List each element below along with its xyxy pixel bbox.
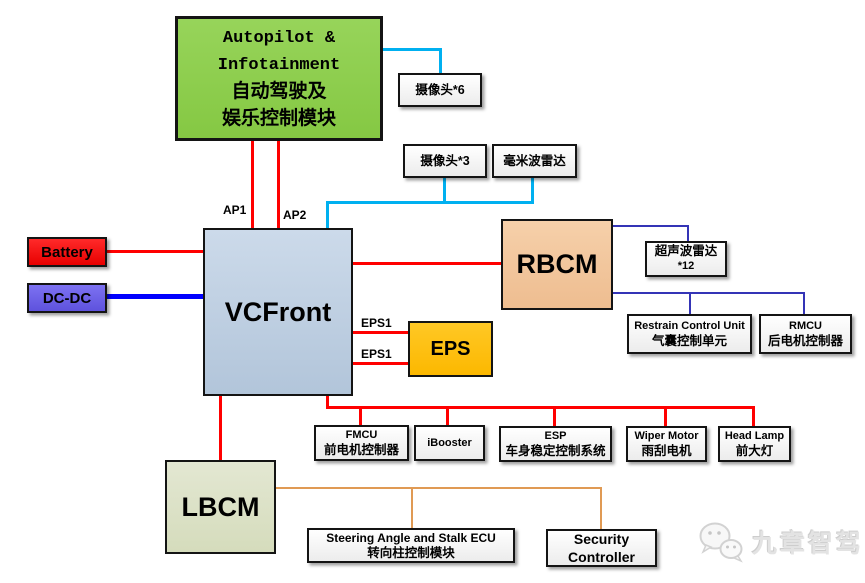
esp-line1: ESP <box>544 430 567 442</box>
wiper-line1: Wiper Motor <box>634 430 699 442</box>
rbcm-label: RBCM <box>516 249 598 279</box>
line-vcfront-rbcm <box>353 262 501 265</box>
line-camera3-down <box>443 178 446 204</box>
restrain-line1: Restrain Control Unit <box>634 320 745 332</box>
line-vcfront-lbcm <box>219 396 222 460</box>
ultrasonic-radar-box: 超声波雷达 *12 <box>645 241 727 277</box>
autopilot-line4: 娱乐控制模块 <box>221 107 336 130</box>
line-rbcm-ultrasonic-h <box>613 225 689 227</box>
line-sensor-bus-to-vcfront <box>326 201 329 228</box>
line-drop-ibooster <box>446 408 449 425</box>
vcfront-label: VCFront <box>224 296 332 327</box>
fmcu-line2: 前电机控制器 <box>323 443 399 457</box>
headlamp-line2: 前大灯 <box>735 444 774 458</box>
dcdc-box: DC-DC <box>27 283 107 313</box>
line-rbcm-ultrasonic-v <box>687 225 689 241</box>
line-vcfront-bus-stub <box>326 396 329 409</box>
line-battery-vcfront <box>107 250 203 253</box>
autopilot-line3: 自动驾驶及 <box>231 80 327 103</box>
restrain-line2: 气囊控制单元 <box>651 334 727 348</box>
ibooster-label: iBooster <box>427 436 472 449</box>
ap2-port-label: AP2 <box>283 208 307 222</box>
esp-box: ESP 车身稳定控制系统 <box>499 426 612 462</box>
watermark: 九章智驾 <box>698 521 864 563</box>
fmcu-line1: FMCU <box>345 429 378 441</box>
lbcm-box: LBCM <box>165 460 276 554</box>
autopilot-line1: Autopilot & <box>222 28 336 48</box>
line-drop-security <box>600 487 602 529</box>
line-ap2 <box>277 141 280 228</box>
line-mmwave-down <box>531 178 534 204</box>
rmcu-line2: 后电机控制器 <box>767 334 843 348</box>
line-dcdc-vcfront <box>107 294 203 299</box>
rmcu-box: RMCU 后电机控制器 <box>759 314 852 354</box>
headlamp-line1: Head Lamp <box>724 430 785 442</box>
eps1-upper-port-label: EPS1 <box>361 316 392 330</box>
line-rbcm-lower-bus-h <box>613 292 805 294</box>
fmcu-box: FMCU 前电机控制器 <box>314 425 409 461</box>
line-actuator-bus-h <box>326 406 755 409</box>
rmcu-line1: RMCU <box>789 320 822 332</box>
line-autopilot-to-camera6-v <box>439 48 442 73</box>
wiper-motor-box: Wiper Motor 雨刮电机 <box>626 426 707 462</box>
camera6-box: 摄像头*6 <box>398 73 482 107</box>
camera3-box: 摄像头*3 <box>403 144 487 178</box>
line-drop-steering <box>411 487 413 528</box>
security-line1: Security <box>573 531 630 547</box>
mmwave-radar-label: 毫米波雷达 <box>503 153 566 168</box>
line-eps1-upper <box>353 331 408 334</box>
ultrasonic-radar-line2: *12 <box>677 260 695 272</box>
ap1-port-label: AP1 <box>223 203 247 217</box>
line-drop-wiper <box>664 408 667 426</box>
line-autopilot-to-camera6-h <box>383 48 442 51</box>
steering-angle-stalk-ecu-box: Steering Angle and Stalk ECU 转向柱控制模块 <box>307 528 515 563</box>
wiper-line2: 雨刮电机 <box>641 444 692 458</box>
wechat-logo-icon <box>699 522 743 563</box>
line-drop-esp <box>553 408 556 426</box>
line-eps1-lower <box>353 362 408 365</box>
line-drop-rmcu <box>803 292 805 314</box>
line-drop-fmcu <box>359 408 362 425</box>
eps-box: EPS <box>408 321 493 377</box>
lbcm-label: LBCM <box>181 491 260 522</box>
ultrasonic-radar-line1: 超声波雷达 <box>654 244 718 258</box>
autopilot-infotainment-box: Autopilot & Infotainment 自动驾驶及 娱乐控制模块 <box>175 16 383 141</box>
eps1-lower-port-label: EPS1 <box>361 347 392 361</box>
autopilot-line2: Infotainment <box>217 55 341 75</box>
head-lamp-box: Head Lamp 前大灯 <box>718 426 791 462</box>
security-line2: Controller <box>568 549 635 565</box>
line-ap1 <box>251 141 254 228</box>
eps-label: EPS <box>430 337 471 360</box>
camera3-label: 摄像头*3 <box>420 153 470 168</box>
watermark-brand-text: 九章智驾 <box>752 530 865 558</box>
line-drop-headlamp <box>752 406 755 426</box>
steering-line2: 转向柱控制模块 <box>367 545 455 560</box>
line-sensor-bus-h <box>326 201 534 204</box>
battery-box: Battery <box>27 237 107 267</box>
dcdc-label: DC-DC <box>42 289 92 307</box>
ibooster-box: iBooster <box>414 425 485 461</box>
battery-label: Battery <box>41 243 93 261</box>
vcfront-box: VCFront <box>203 228 353 396</box>
esp-line2: 车身稳定控制系统 <box>505 444 606 458</box>
rbcm-box: RBCM <box>501 219 613 310</box>
line-drop-restrain <box>689 292 691 314</box>
line-lbcm-bus-h <box>276 487 602 489</box>
security-controller-box: Security Controller <box>546 529 657 567</box>
mmwave-radar-box: 毫米波雷达 <box>492 144 577 178</box>
restrain-control-unit-box: Restrain Control Unit 气囊控制单元 <box>627 314 752 354</box>
steering-line1: Steering Angle and Stalk ECU <box>326 530 496 545</box>
camera6-label: 摄像头*6 <box>415 82 465 97</box>
